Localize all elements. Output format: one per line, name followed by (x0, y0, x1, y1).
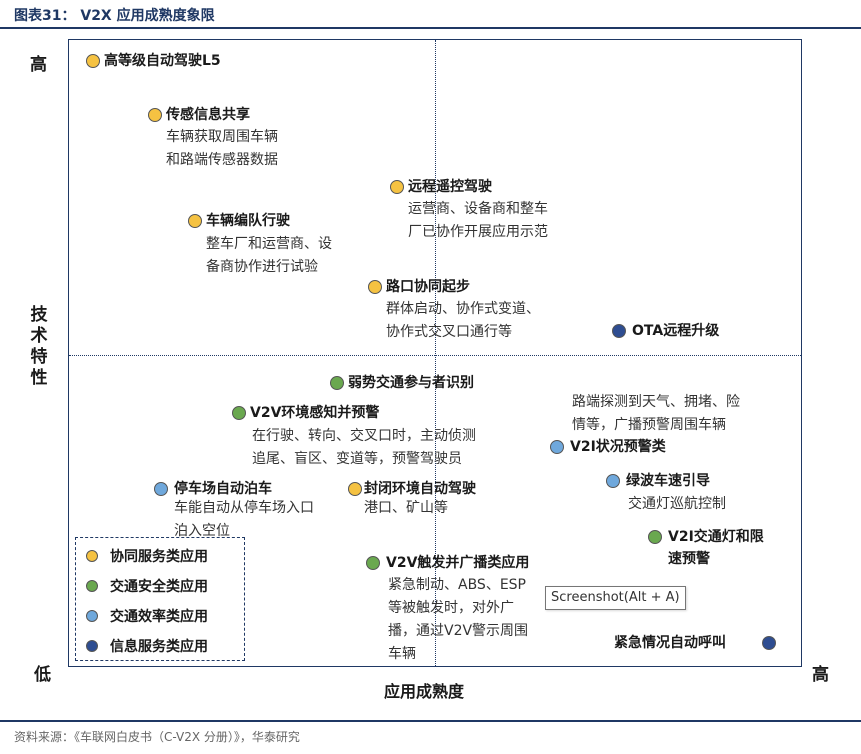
data-point-title: 远程遥控驾驶 (408, 179, 492, 195)
data-point-description: 运营商、设备商和整车厂已协作开展应用示范 (408, 198, 548, 244)
description-line: 协作式交叉口通行等 (386, 324, 512, 340)
data-point-marker (232, 406, 246, 420)
y-axis-high-label: 高 (30, 55, 47, 75)
description-line: 和路端传感器数据 (166, 152, 278, 168)
data-point-marker (86, 54, 100, 68)
data-point-title: 紧急情况自动呼叫 (614, 635, 726, 651)
data-point-marker (648, 530, 662, 544)
data-point-title: 路口协同起步 (386, 279, 470, 295)
legend-dot-efficiency-icon (86, 610, 98, 622)
screenshot-tooltip: Screenshot(Alt + A) (545, 586, 686, 610)
data-point-marker (612, 324, 626, 338)
data-point-description: 紧急制动、ABS、ESP 等被触发时，对外广播，通过V2V警示周围车辆 (388, 574, 528, 666)
legend-dot-cooperative-icon (86, 550, 98, 562)
legend-label: 交通安全类应用 (110, 579, 208, 595)
legend-dot-safety-icon (86, 580, 98, 592)
data-point-description: 群体启动、协作式变道、协作式交叉口通行等 (386, 298, 540, 344)
data-point-description: 整车厂和运营商、设备商协作进行试验 (206, 233, 332, 279)
data-point-marker (188, 214, 202, 228)
description-line: 交通灯巡航控制 (628, 496, 726, 512)
data-point-marker (762, 636, 776, 650)
data-point-title: V2V环境感知并预警 (250, 405, 380, 421)
description-line: 紧急制动、ABS、ESP (388, 577, 526, 593)
description-line: 追尾、盲区、变道等，预警驾驶员 (252, 451, 462, 467)
horizontal-quadrant-line (69, 355, 801, 356)
data-point-marker (550, 440, 564, 454)
data-point-marker (330, 376, 344, 390)
data-point-title: 封闭环境自动驾驶 (364, 481, 476, 497)
description-line: 厂已协作开展应用示范 (408, 224, 548, 240)
data-point-description: 车辆获取周围车辆和路端传感器数据 (166, 126, 278, 172)
description-line: 等被触发时，对外广 (388, 600, 514, 616)
description-line: 播，通过V2V警示周围 (388, 623, 529, 639)
data-point-description: 港口、矿山等 (364, 497, 448, 520)
header-rule (0, 27, 861, 29)
description-line: 整车厂和运营商、设 (206, 236, 332, 252)
legend-label: 交通效率类应用 (110, 609, 208, 625)
data-point-description: 路端探测到天气、拥堵、险情等，广播预警周围车辆 (572, 391, 740, 437)
data-point-marker (154, 482, 168, 496)
description-line: 运营商、设备商和整车 (408, 201, 548, 217)
data-point-marker (366, 556, 380, 570)
description-line: 泊入空位 (174, 523, 230, 539)
data-point-title: OTA远程升级 (632, 323, 720, 339)
vertical-quadrant-line (435, 40, 436, 666)
x-axis-high-label: 高 (812, 665, 829, 685)
data-point-title: 车辆编队行驶 (206, 213, 290, 229)
data-point-description: 车能自动从停车场入口泊入空位 (174, 497, 314, 543)
description-line: 港口、矿山等 (364, 500, 448, 516)
data-point-description: 在行驶、转向、交叉口时，主动侦测追尾、盲区、变道等，预警驾驶员 (252, 425, 476, 471)
source-note: 资料来源：《车联网白皮书（C-V2X 分册）》，华泰研究 (14, 730, 300, 744)
description-line: 车辆获取周围车辆 (166, 129, 278, 145)
y-axis-low-label: 低 (34, 665, 51, 685)
data-point-title: 高等级自动驾驶L5 (104, 53, 221, 69)
description-line: 备商协作进行试验 (206, 259, 318, 275)
data-point-marker (368, 280, 382, 294)
data-point-title: 停车场自动泊车 (174, 481, 272, 497)
data-point-marker (148, 108, 162, 122)
data-point-title: V2V触发并广播类应用 (386, 555, 530, 571)
description-line: 车能自动从停车场入口 (174, 500, 314, 516)
legend-label: 信息服务类应用 (110, 639, 208, 655)
data-point-description: 交通灯巡航控制 (628, 493, 726, 516)
legend-dot-info-service-icon (86, 640, 98, 652)
description-line: 在行驶、转向、交叉口时，主动侦测 (252, 428, 476, 444)
description-line: 群体启动、协作式变道、 (386, 301, 540, 317)
legend: 协同服务类应用 交通安全类应用 交通效率类应用 信息服务类应用 (75, 537, 245, 661)
legend-label: 协同服务类应用 (110, 549, 208, 565)
data-point-title: 传感信息共享 (166, 107, 250, 123)
data-point-title: 弱势交通参与者识别 (348, 375, 474, 391)
y-axis-title: 技术特性 (30, 305, 48, 388)
data-point-marker (348, 482, 362, 496)
data-point-marker (606, 474, 620, 488)
description-line: 车辆 (388, 646, 416, 662)
data-point-marker (390, 180, 404, 194)
chart-title: 图表31： V2X 应用成熟度象限 (14, 8, 215, 24)
plot-area (68, 39, 802, 667)
data-point-title: V2I状况预警类 (570, 439, 666, 455)
description-line: 路端探测到天气、拥堵、险 (572, 394, 740, 410)
data-point-title: 绿波车速引导 (626, 473, 710, 489)
x-axis-title: 应用成熟度 (384, 682, 465, 701)
description-line: 情等，广播预警周围车辆 (572, 417, 726, 433)
data-point-title: V2I交通灯和限速预警 (668, 529, 764, 567)
footer-rule (0, 720, 861, 722)
